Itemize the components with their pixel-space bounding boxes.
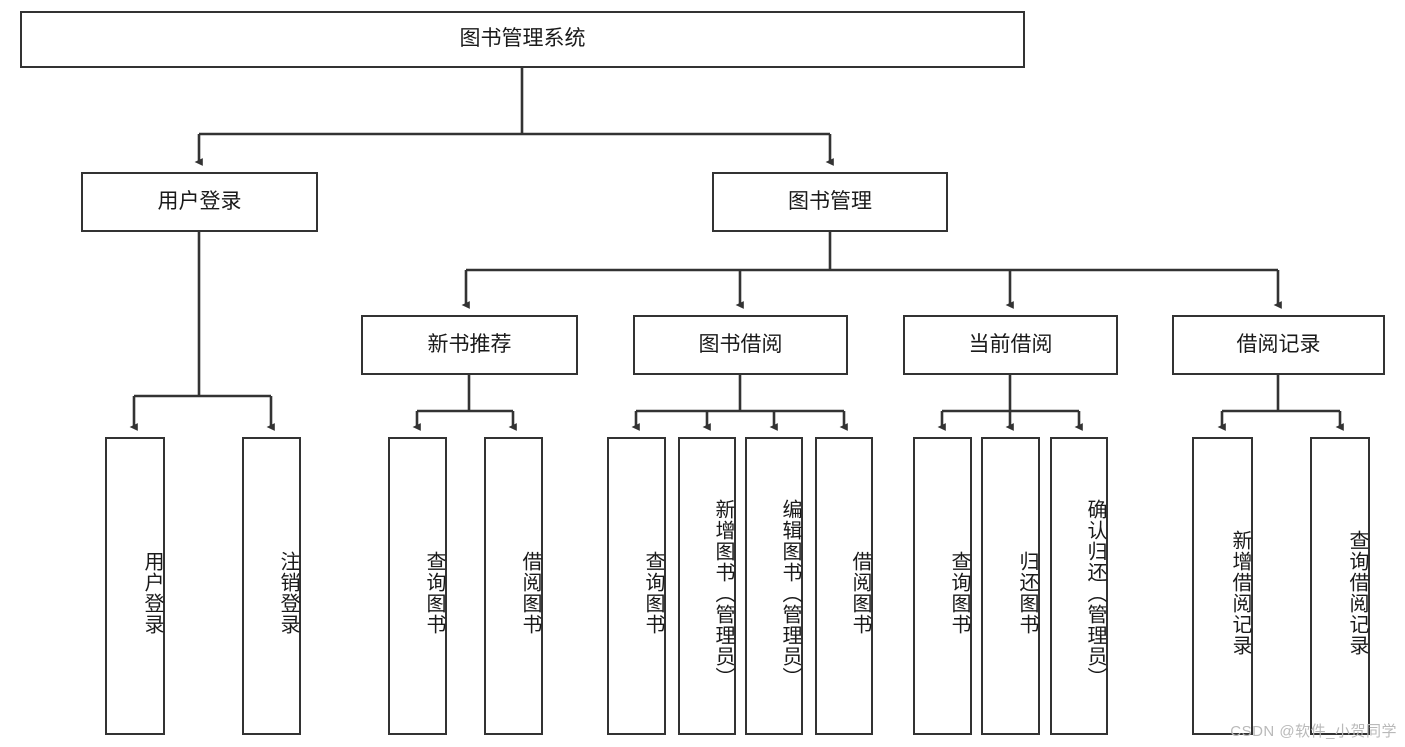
leaf-return-book[interactable]: 归还图书 — [981, 437, 1040, 735]
node-book-borrow-label: 图书借阅 — [698, 332, 783, 356]
node-book-borrow[interactable]: 图书借阅 — [633, 315, 848, 375]
leaf-add-book[interactable]: 新增图书（管理员） — [678, 437, 736, 735]
node-current-borrow-label: 当前借阅 — [968, 332, 1053, 356]
leaf-edit-book[interactable]: 编辑图书（管理员） — [745, 437, 803, 735]
node-current-borrow[interactable]: 当前借阅 — [903, 315, 1118, 375]
leaf-logout[interactable]: 注销登录 — [242, 437, 301, 735]
leaf-query-book-2-label: 查询图书 — [642, 551, 664, 635]
node-book-management[interactable]: 图书管理 — [712, 172, 948, 232]
leaf-logout-label: 注销登录 — [277, 551, 299, 635]
leaf-borrow-book-2[interactable]: 借阅图书 — [815, 437, 873, 735]
leaf-confirm-return[interactable]: 确认归还（管理员） — [1050, 437, 1108, 735]
node-new-book-recommend[interactable]: 新书推荐 — [361, 315, 578, 375]
leaf-confirm-return-label: 确认归还（管理员） — [1084, 498, 1106, 688]
leaf-query-book-1[interactable]: 查询图书 — [388, 437, 447, 735]
leaf-return-book-label: 归还图书 — [1016, 551, 1038, 635]
node-root-label: 图书管理系统 — [459, 27, 586, 51]
leaf-query-book-1-label: 查询图书 — [423, 551, 445, 635]
leaf-borrow-book-2-label: 借阅图书 — [849, 551, 871, 635]
node-user-login-label: 用户登录 — [157, 189, 242, 213]
watermark: CSDN @软件_小贺同学 — [1230, 723, 1397, 740]
node-new-book-recommend-label: 新书推荐 — [427, 332, 512, 356]
leaf-query-book-2[interactable]: 查询图书 — [607, 437, 666, 735]
leaf-add-record[interactable]: 新增借阅记录 — [1192, 437, 1253, 735]
leaf-query-book-3-label: 查询图书 — [948, 551, 970, 635]
node-user-login[interactable]: 用户登录 — [81, 172, 318, 232]
node-borrow-record-label: 借阅记录 — [1236, 332, 1321, 356]
leaf-borrow-book-1[interactable]: 借阅图书 — [484, 437, 543, 735]
node-root[interactable]: 图书管理系统 — [20, 11, 1025, 68]
node-borrow-record[interactable]: 借阅记录 — [1172, 315, 1385, 375]
leaf-query-book-3[interactable]: 查询图书 — [913, 437, 972, 735]
leaf-add-record-label: 新增借阅记录 — [1229, 530, 1251, 656]
leaf-user-login[interactable]: 用户登录 — [105, 437, 165, 735]
leaf-borrow-book-1-label: 借阅图书 — [519, 551, 541, 635]
leaf-user-login-label: 用户登录 — [141, 551, 163, 635]
leaf-query-record-label: 查询借阅记录 — [1346, 530, 1368, 656]
leaf-edit-book-label: 编辑图书（管理员） — [779, 498, 801, 688]
node-book-management-label: 图书管理 — [788, 189, 872, 213]
leaf-add-book-label: 新增图书（管理员） — [712, 498, 734, 688]
leaf-query-record[interactable]: 查询借阅记录 — [1310, 437, 1370, 735]
